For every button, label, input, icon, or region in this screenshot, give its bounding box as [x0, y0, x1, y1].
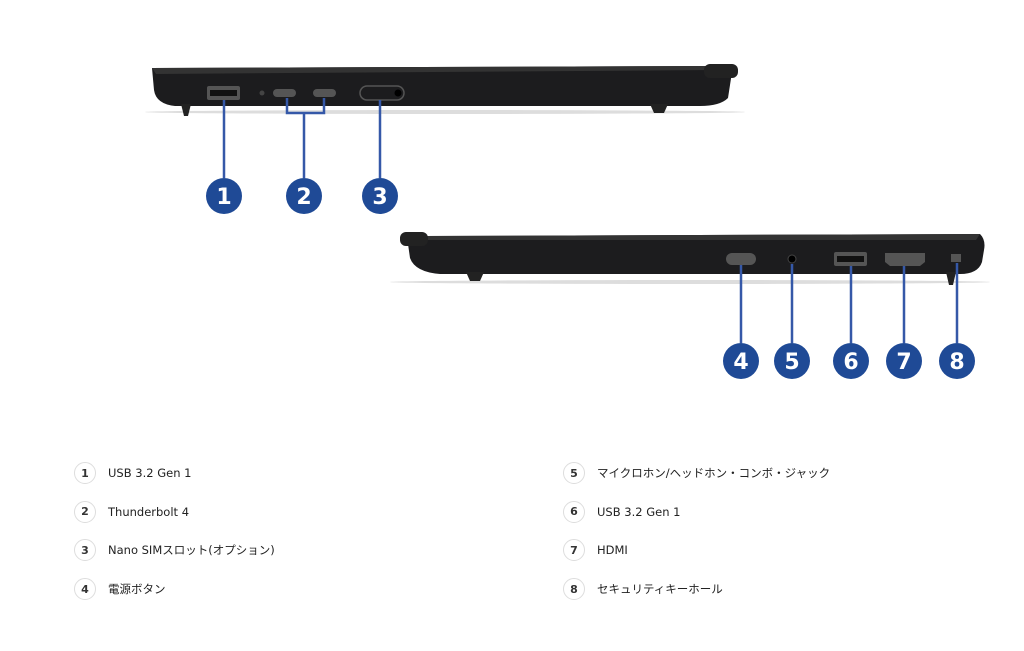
- legend-number: 3: [74, 539, 96, 562]
- legend-label: 電源ボタン: [108, 582, 166, 597]
- legend-number: 1: [74, 462, 96, 484]
- callout-badge-5: 5: [774, 343, 810, 379]
- legend-item-7: 7 HDMI: [563, 538, 628, 562]
- legend-item-8: 8 セキュリティキーホール: [563, 577, 723, 601]
- legend-item-4: 4 電源ボタン: [74, 577, 166, 601]
- svg-text:8: 8: [949, 350, 964, 375]
- callout-badge-4: 4: [723, 343, 759, 379]
- laptop-right-side: [390, 232, 990, 285]
- legend-number: 5: [563, 462, 585, 484]
- legend-label: Thunderbolt 4: [108, 504, 190, 519]
- legend-label: マイクロホン/ヘッドホン・コンボ・ジャック: [597, 466, 831, 480]
- legend-item-5: 5 マイクロホン/ヘッドホン・コンボ・ジャック: [563, 461, 830, 485]
- svg-text:2: 2: [296, 185, 311, 210]
- legend-label: Nano SIMスロット(オプション): [108, 543, 275, 558]
- svg-text:5: 5: [784, 350, 799, 375]
- legend-number: 2: [74, 500, 96, 523]
- legend-item-6: 6 USB 3.2 Gen 1: [563, 500, 680, 524]
- legend-item-1: 1 USB 3.2 Gen 1: [74, 461, 191, 485]
- legend-label: USB 3.2 Gen 1: [597, 504, 681, 519]
- legend-number: 4: [74, 578, 96, 601]
- laptop-left-side: [145, 64, 745, 116]
- callout-badge-2: 2: [286, 178, 322, 214]
- svg-text:7: 7: [896, 350, 911, 375]
- svg-text:6: 6: [843, 350, 858, 375]
- legend-label: HDMI: [597, 543, 628, 558]
- svg-text:3: 3: [372, 185, 387, 210]
- legend-item-2: 2 Thunderbolt 4: [74, 500, 189, 524]
- legend-number: 7: [563, 539, 585, 562]
- callout-badge-8: 8: [939, 343, 975, 379]
- laptop-port-diagram: 1 2 3 4 5 6 7 8: [145, 64, 990, 379]
- svg-text:4: 4: [733, 350, 748, 375]
- legend-item-3: 3 Nano SIMスロット(オプション): [74, 538, 275, 562]
- legend-number: 6: [563, 500, 585, 523]
- legend-label: セキュリティキーホール: [597, 582, 723, 597]
- callout-badge-7: 7: [886, 343, 922, 379]
- callout-badge-1: 1: [206, 178, 242, 214]
- callout-badge-3: 3: [362, 178, 398, 214]
- svg-text:1: 1: [216, 185, 231, 210]
- legend-number: 8: [563, 578, 585, 601]
- callout-badge-6: 6: [833, 343, 869, 379]
- leader-lines: [222, 98, 959, 343]
- legend-label: USB 3.2 Gen 1: [108, 466, 192, 480]
